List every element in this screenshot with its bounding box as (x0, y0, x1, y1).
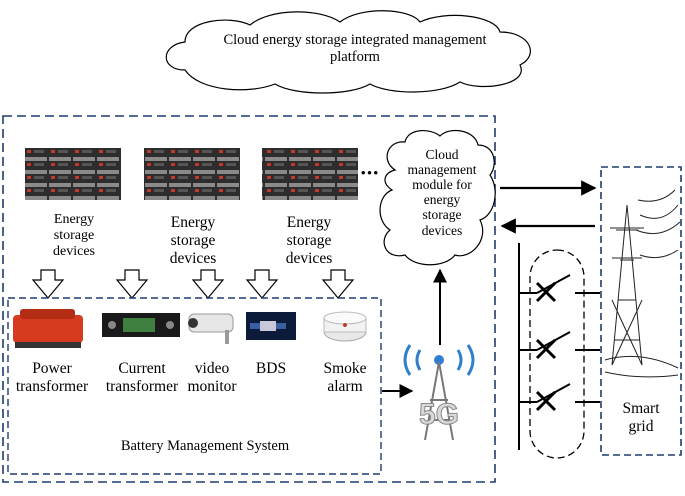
hollow-arrows (31, 269, 355, 299)
module-label-line: devices (421, 222, 463, 238)
battery-rack-2 (144, 148, 240, 200)
bds-label: BDS (246, 360, 296, 378)
smoke-alarm-image (323, 311, 367, 342)
storage-label-line: Energy (170, 214, 216, 231)
outer-dashed-frame (2, 115, 496, 483)
storage-device-label-2: Energy storage devices (150, 214, 236, 267)
video-monitor-label: video monitor (180, 360, 244, 396)
transmission-tower-icon (604, 189, 681, 378)
component-label-line: BDS (255, 360, 287, 377)
cloud-module-label: Cloud management module for energy stora… (398, 147, 486, 238)
power-transformer-label: Power transformer (8, 360, 96, 396)
platform-cloud-shape (165, 10, 531, 94)
video-monitor-image (188, 313, 234, 344)
battery-rack-3 (262, 148, 358, 200)
current-transformer-image (102, 313, 180, 337)
storage-label-line: storage (53, 228, 95, 244)
module-label-line: storage (422, 207, 462, 223)
grid-label-line: Smart (622, 400, 660, 417)
storage-label-line: Energy (53, 212, 95, 227)
storage-label-line: Energy (286, 214, 332, 231)
component-label-line: monitor (187, 377, 237, 395)
power-transformer-image (13, 309, 83, 348)
smart-grid-label: Smart grid (604, 400, 678, 436)
storage-device-label-3: Energy storage devices (266, 214, 352, 267)
storage-label-line: devices (169, 249, 217, 267)
storage-device-label-1: Energy storage devices (34, 212, 114, 260)
switch-group (518, 243, 600, 459)
component-label-line: video (194, 360, 230, 377)
storage-label-line: devices (285, 249, 333, 267)
platform-title: Cloud energy storage integrated manageme… (190, 32, 520, 65)
5g-label: 5G (418, 398, 460, 432)
storage-label-line: storage (286, 231, 332, 249)
bms-title: Battery Management System (120, 438, 290, 454)
5g-tower-icon (403, 344, 475, 441)
module-label-line: Cloud (425, 147, 459, 162)
module-label-line: management (407, 162, 477, 178)
component-label-line: transformer (105, 377, 179, 395)
component-label-line: Power (32, 360, 72, 377)
platform-title-line-1: Cloud energy storage integrated manageme… (223, 32, 487, 48)
component-label-line: Smoke (323, 360, 367, 377)
current-transformer-label: Current transformer (98, 360, 186, 396)
component-label-line: alarm (327, 377, 363, 395)
cloud-module-shape (379, 129, 496, 266)
ellipsis-dots: ••• (360, 166, 380, 182)
platform-title-line-2: platform (330, 48, 380, 65)
module-label-line: module for (412, 177, 472, 193)
grid-label-line: grid (628, 417, 654, 435)
module-label-line: energy (423, 192, 461, 208)
component-label-line: Current (118, 360, 166, 377)
component-label-line: transformer (15, 377, 89, 395)
bds-image (246, 312, 296, 340)
battery-rack-1 (25, 148, 121, 200)
storage-label-line: devices (53, 244, 95, 260)
smoke-alarm-label: Smoke alarm (310, 360, 380, 396)
storage-label-line: storage (170, 231, 216, 249)
smart-grid-dashed-box (600, 166, 682, 456)
